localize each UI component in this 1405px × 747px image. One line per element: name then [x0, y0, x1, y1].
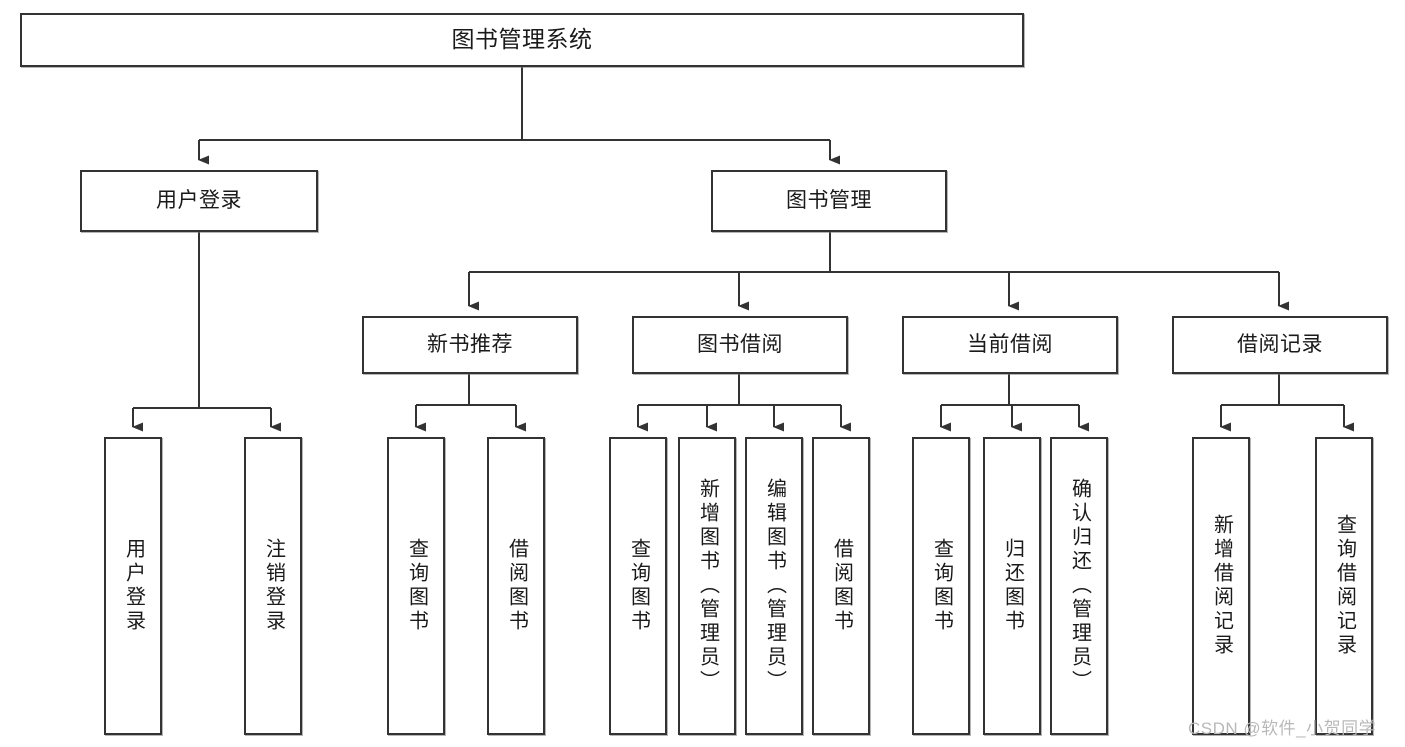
node-label: 借阅图书	[505, 538, 528, 634]
node-label: 新增借阅记录	[1210, 514, 1233, 658]
node-root-system[interactable]: 图书管理系统	[20, 13, 1024, 67]
node-leaf-query-record[interactable]: 查询借阅记录	[1315, 437, 1373, 735]
node-label: 借阅图书	[830, 538, 853, 634]
node-label: 查询图书	[405, 538, 428, 634]
node-label: 当前借阅	[967, 333, 1053, 357]
node-label: 用户登录	[122, 538, 145, 634]
node-label: 图书借阅	[697, 333, 783, 357]
node-borrow-record[interactable]: 借阅记录	[1172, 316, 1388, 374]
node-leaf-query-book-1[interactable]: 查询图书	[387, 437, 445, 735]
node-label: 查询图书	[930, 538, 953, 634]
node-label: 注销登录	[262, 538, 285, 634]
node-leaf-add-book[interactable]: 新增图书（管理员）	[678, 437, 736, 735]
node-label: 归还图书	[1001, 538, 1024, 634]
node-leaf-borrow-book-2[interactable]: 借阅图书	[812, 437, 870, 735]
node-leaf-confirm-return[interactable]: 确认归还（管理员）	[1050, 437, 1108, 735]
node-current-borrow[interactable]: 当前借阅	[902, 316, 1118, 374]
node-label: 查询借阅记录	[1333, 514, 1356, 658]
node-label: 图书管理	[786, 189, 872, 213]
node-user-login[interactable]: 用户登录	[80, 170, 318, 232]
node-book-borrow[interactable]: 图书借阅	[632, 316, 848, 374]
node-leaf-user-logout[interactable]: 注销登录	[244, 437, 302, 735]
node-leaf-borrow-book-1[interactable]: 借阅图书	[487, 437, 545, 735]
node-leaf-return-book[interactable]: 归还图书	[983, 437, 1041, 735]
node-book-manage[interactable]: 图书管理	[711, 170, 947, 232]
node-leaf-user-login[interactable]: 用户登录	[104, 437, 162, 735]
node-leaf-query-book-2[interactable]: 查询图书	[609, 437, 667, 735]
node-new-book-rec[interactable]: 新书推荐	[362, 316, 578, 374]
node-label: 用户登录	[156, 189, 242, 213]
node-leaf-edit-book[interactable]: 编辑图书（管理员）	[745, 437, 803, 735]
node-label: 确认归还（管理员）	[1068, 478, 1091, 694]
node-label: 编辑图书（管理员）	[763, 478, 786, 694]
node-leaf-query-book-3[interactable]: 查询图书	[912, 437, 970, 735]
node-label: 借阅记录	[1237, 333, 1323, 357]
node-label: 图书管理系统	[451, 26, 593, 53]
node-label: 查询图书	[627, 538, 650, 634]
node-leaf-add-record[interactable]: 新增借阅记录	[1192, 437, 1250, 735]
node-label: 新增图书（管理员）	[696, 478, 719, 694]
node-label: 新书推荐	[427, 333, 513, 357]
